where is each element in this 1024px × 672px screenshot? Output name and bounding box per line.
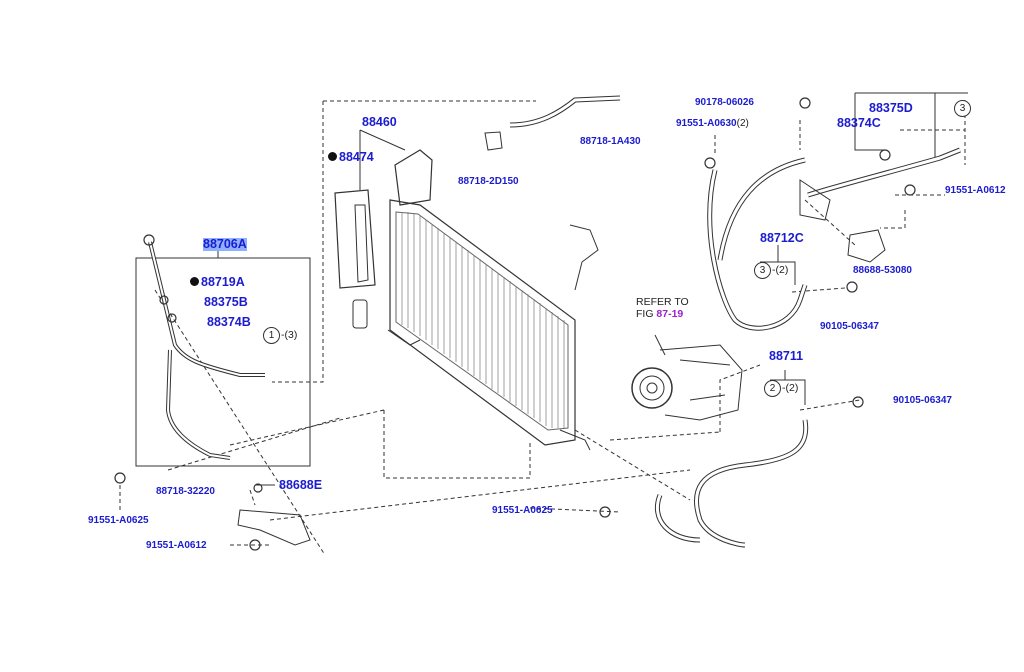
compressor: [631, 344, 743, 421]
condenser-tank: [394, 149, 433, 206]
circle-ref-3-upper[interactable]: 3: [954, 100, 971, 117]
callout-90178-06026[interactable]: 90178-06026: [695, 97, 754, 108]
callout-88375D[interactable]: 88375D: [869, 101, 913, 115]
callout-91551-A0612-left[interactable]: 91551-A0612: [146, 540, 207, 551]
callout-88460[interactable]: 88460: [362, 115, 397, 129]
callout-88474-text: 88474: [339, 150, 374, 164]
circle-ref-2-qty: -(2): [782, 382, 799, 394]
callout-88718-1A430[interactable]: 88718-1A430: [580, 136, 641, 147]
callout-91551-A0625-center[interactable]: 91551-A0625: [492, 505, 553, 516]
callout-88688-53080[interactable]: 88688-53080: [853, 265, 912, 276]
marker-dot: [328, 152, 337, 161]
callout-88718-32220[interactable]: 88718-32220: [156, 486, 215, 497]
condenser-core: [389, 199, 576, 446]
callout-88474[interactable]: 88474: [328, 151, 374, 164]
refer-note: REFER TO FIG 87-19: [636, 296, 689, 320]
marker-dot: [190, 277, 199, 286]
bracket-88688E: [237, 509, 311, 546]
circle-ref-2[interactable]: 2: [764, 380, 781, 397]
callout-88719A-text: 88719A: [201, 275, 245, 289]
circle-ref-3-suction-qty: -(2): [772, 264, 789, 276]
callout-88712C[interactable]: 88712C: [760, 231, 804, 245]
callout-90105-06347-upper[interactable]: 90105-06347: [820, 321, 879, 332]
refer-fig-prefix: FIG: [636, 308, 657, 321]
circle-ref-3-suction[interactable]: 3: [754, 262, 771, 279]
bolts: [114, 97, 916, 551]
refer-fig-link[interactable]: 87-19: [656, 308, 684, 321]
callout-88374B[interactable]: 88374B: [207, 315, 251, 329]
callout-90105-06347-lower[interactable]: 90105-06347: [893, 395, 952, 406]
callout-88718-2D150[interactable]: 88718-2D150: [458, 176, 519, 187]
assembly-frame-88706A: [135, 257, 311, 467]
liquid-hose: [654, 419, 809, 548]
callout-88688E[interactable]: 88688E: [279, 478, 323, 492]
circle-ref-1[interactable]: 1: [263, 327, 280, 344]
callout-91551-A0630-text: 91551-A0630: [676, 118, 737, 129]
circle-ref-1-qty: -(3): [281, 329, 298, 341]
callout-88711[interactable]: 88711: [769, 349, 804, 363]
receiver-dryer: [334, 189, 376, 289]
callout-88719A[interactable]: 88719A: [190, 276, 245, 289]
callout-91551-A0630[interactable]: 91551-A0630(2): [676, 119, 749, 129]
callout-88375B[interactable]: 88375B: [204, 295, 248, 309]
callout-91551-A0612-right[interactable]: 91551-A0612: [945, 185, 1006, 196]
top-hose: [509, 95, 621, 128]
callout-88374C[interactable]: 88374C: [837, 116, 881, 130]
refer-line2[interactable]: FIG 87-19: [636, 308, 689, 320]
callout-91551-A0625-left[interactable]: 91551-A0625: [88, 515, 149, 526]
clip-88718-2D150: [484, 131, 503, 151]
callout-88706A[interactable]: 88706A: [203, 237, 247, 251]
refer-line1: REFER TO: [636, 296, 689, 308]
callout-91551-A0630-qty: (2): [736, 118, 749, 129]
